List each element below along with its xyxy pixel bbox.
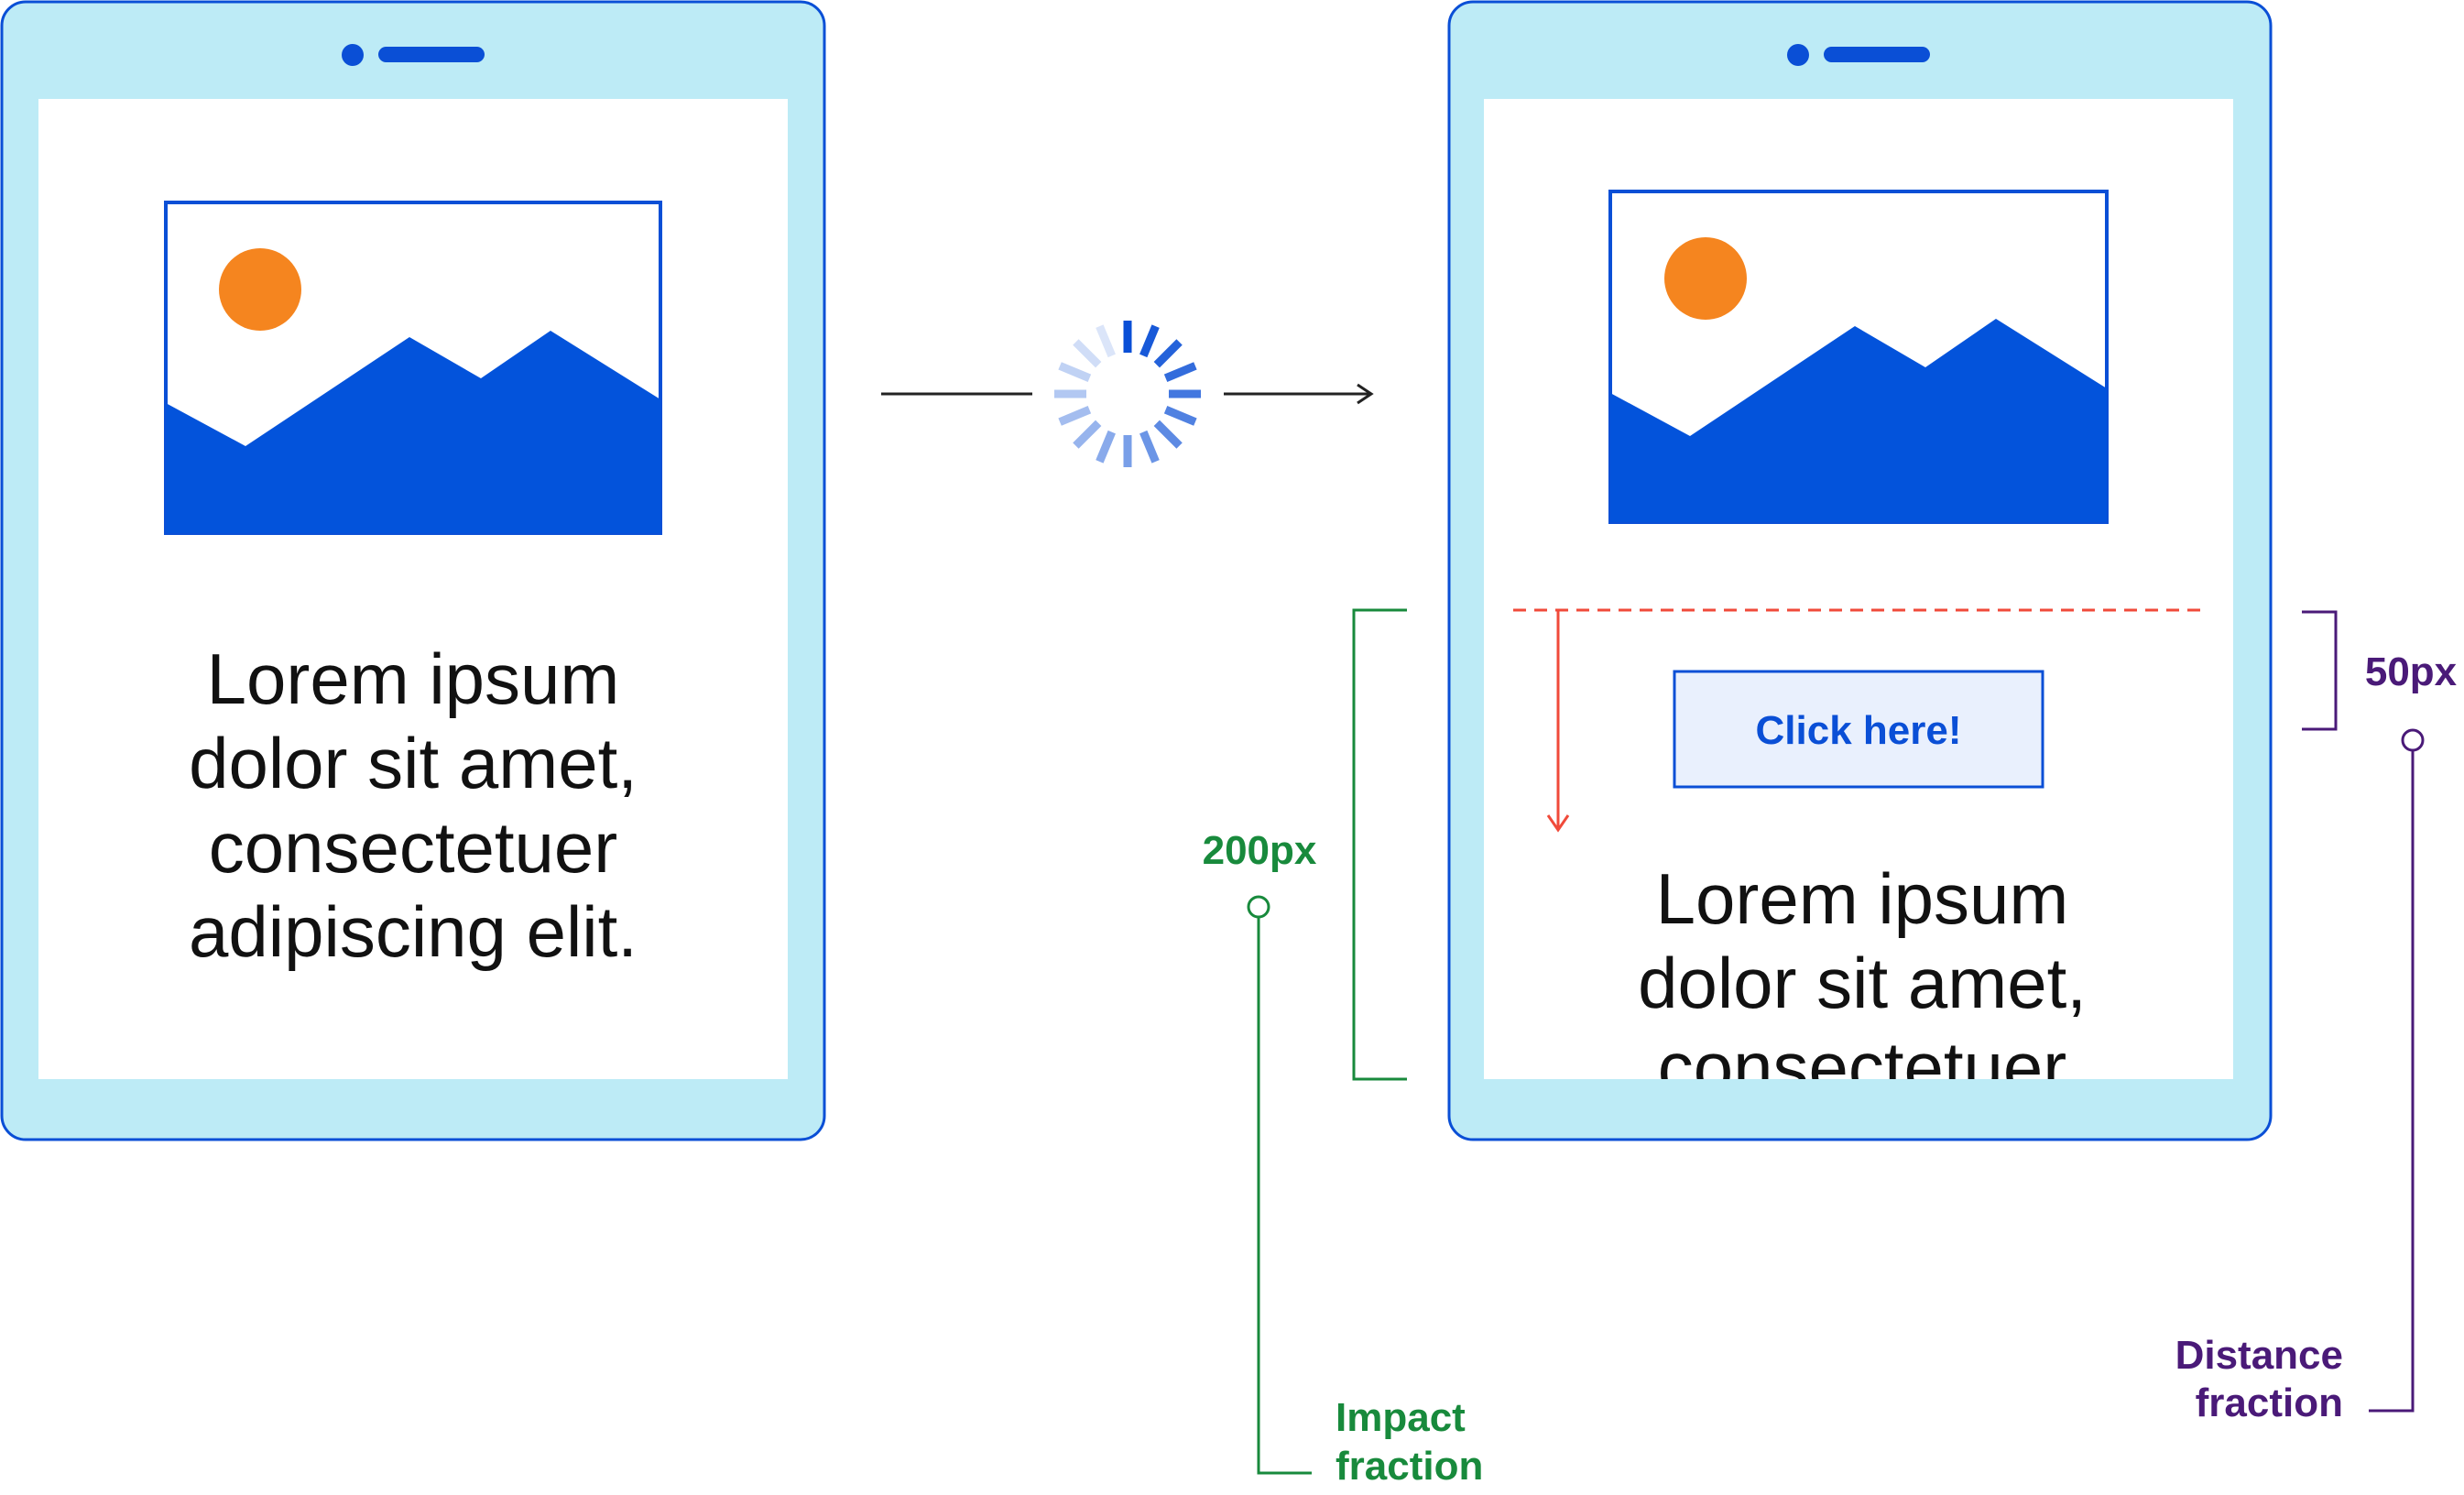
loading-spinner-icon [1054,321,1201,467]
spinner-tick [1058,362,1092,382]
device-before: Lorem ipsum dolor sit amet, consectetuer… [0,0,826,1141]
spinner-tick [1073,420,1102,449]
spinner-tick [1153,420,1183,449]
text-line: dolor sit amet, [1638,943,2087,1023]
sun-icon [1664,237,1747,320]
device-after: Click here! Lorem ipsum dolor sit amet, … [1447,0,2273,1141]
text-line: adipiscing elit. [189,891,638,972]
impact-fraction-label: Impact [1336,1395,1466,1440]
paragraph-after: Lorem ipsum dolor sit amet, consectetuer [1638,858,2087,1108]
spinner-tick [1139,430,1160,464]
distance-fraction-label: fraction [2196,1380,2343,1425]
camera-dot [1787,44,1809,66]
speaker-slot [378,47,485,62]
text-line: consectetuer [1658,1027,2067,1108]
distance-leader-line [2369,750,2415,1413]
spinner-tick [1096,430,1116,464]
sun-icon [219,248,301,331]
text-line: consectetuer [209,807,618,888]
text-line: Lorem ipsum [207,638,620,719]
spinner-tick [1073,339,1102,368]
text-line: dolor sit amet, [189,723,638,803]
distance-fraction-label: Distance [2175,1333,2343,1378]
distance-annotation: 50px Distance fraction [2175,610,2458,1425]
spinner-tick [1163,362,1197,382]
paragraph-before: Lorem ipsum dolor sit amet, consectetuer… [189,638,638,972]
impact-pin [1247,895,1270,919]
camera-dot [342,44,364,66]
spinner-tick [1058,406,1092,426]
impact-leader-line [1257,917,1312,1475]
text-line: Lorem ipsum [1656,858,2069,939]
click-here-button[interactable]: Click here! [1673,670,2044,789]
impact-fraction-label: fraction [1336,1444,1483,1489]
spinner-tick [1163,406,1197,426]
distance-px-label: 50px [2365,649,2458,694]
arrow-right-icon [1224,383,1374,405]
speaker-slot [1824,47,1930,62]
distance-pin [2401,728,2425,752]
image-placeholder-icon [164,201,662,535]
shift-arrow-icon [1546,610,1570,833]
spinner-tick [1139,324,1160,358]
spinner-tick [1096,324,1116,358]
spinner-tick [1153,339,1183,368]
image-placeholder-icon [1608,190,2109,524]
button-label: Click here! [1756,708,1962,753]
impact-bracket [1352,608,1407,1081]
impact-distance-label: 200px [1203,828,1317,873]
distance-bracket [2302,610,2338,731]
impact-annotation: 200px Impact fraction [1203,608,1483,1489]
